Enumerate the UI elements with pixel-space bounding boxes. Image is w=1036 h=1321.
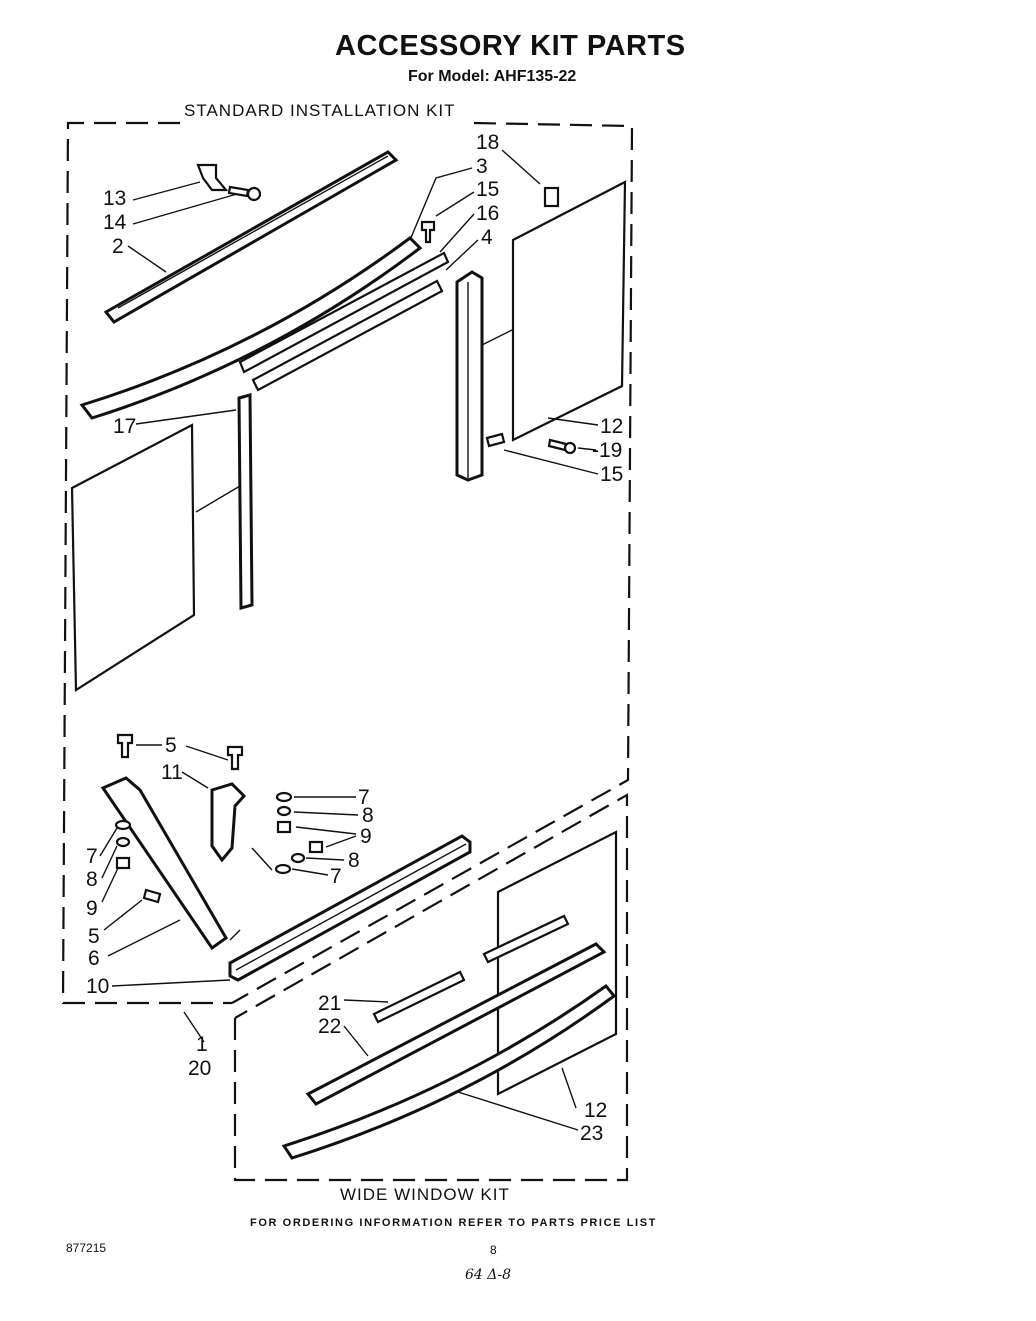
callout-4: 4: [481, 226, 493, 249]
callout-5-top: 5: [165, 734, 177, 757]
screw-part-5-lower: [142, 888, 162, 904]
page-title: ACCESSORY KIT PARTS: [335, 30, 686, 62]
strip-part-21: [372, 970, 466, 1024]
wide-window-kit-label: WIDE WINDOW KIT: [340, 1185, 510, 1204]
strip-wide-upper: [482, 914, 570, 964]
screw-part-19: [547, 438, 577, 455]
angle-post: [455, 270, 484, 482]
callout-3: 3: [476, 155, 488, 178]
bar-part-22: [305, 942, 607, 1106]
callout-14: 14: [103, 211, 127, 234]
channel-part-10: [228, 834, 472, 982]
bar-part-2: [103, 150, 399, 324]
callout-5-lower: 5: [88, 925, 100, 948]
document-number: 877215: [66, 1241, 107, 1255]
page-number: 8: [490, 1243, 497, 1257]
ordering-info: FOR ORDERING INFORMATION REFER TO PARTS …: [250, 1217, 657, 1229]
callout-20: 20: [188, 1057, 212, 1080]
page-subtitle: For Model: AHF135-22: [408, 68, 577, 85]
callout-22: 22: [318, 1015, 342, 1038]
hardware-right: [274, 791, 324, 875]
callout-8-left: 8: [86, 868, 98, 891]
callout-21: 21: [318, 992, 342, 1015]
callout-15-top: 15: [476, 178, 500, 201]
callout-19: -19: [592, 439, 623, 462]
screw-part-14: [227, 185, 262, 202]
callout-10: 10: [86, 975, 110, 998]
panel-left: [70, 423, 196, 692]
bracket-part-13: [196, 163, 229, 192]
callout-17: 17: [113, 415, 137, 438]
screw-part-15-top: [420, 220, 436, 244]
panel-part-12-top: [511, 180, 627, 442]
callout-12-bottom: 12: [584, 1099, 608, 1122]
bar-part-17: [237, 393, 254, 610]
screw-part-5-right: [226, 745, 244, 771]
standard-kit-border: [61, 121, 634, 1005]
callout-11: 11: [161, 761, 183, 784]
screw-part-5-left: [116, 733, 134, 759]
callout-12-top: 12: [600, 415, 624, 438]
callout-7-mid: 7: [330, 865, 342, 888]
bracket-part-11: [210, 782, 247, 863]
channel-part-23: [281, 983, 617, 1160]
callout-7-left: 7: [86, 845, 98, 868]
callout-16: 16: [476, 202, 500, 225]
strip-part-16: [238, 251, 450, 374]
callout-7-right: 7: [358, 786, 370, 809]
standard-kit-label: STANDARD INSTALLATION KIT: [184, 101, 456, 120]
leader-lines: [99, 149, 599, 1131]
callout-23: 23: [580, 1122, 604, 1145]
channel-part-3: [79, 236, 423, 420]
callout-8-mid: 8: [348, 849, 360, 872]
callout-2: 2: [112, 235, 124, 258]
hardware-left: [114, 819, 132, 870]
callout-18: 18: [476, 131, 500, 154]
callout-15-bottom: 15: [600, 463, 624, 486]
strip-part-4: [251, 279, 444, 392]
callout-9-right: 9: [360, 825, 372, 848]
callout-1: 1: [196, 1033, 208, 1056]
screw-part-15-bottom: [485, 432, 506, 448]
callout-8-right: 8: [362, 804, 374, 827]
wide-window-kit-border: [233, 793, 629, 1182]
brace-part-6: [100, 776, 228, 951]
handwritten-note: 64 Δ-8: [465, 1267, 512, 1283]
callout-6: 6: [88, 947, 100, 970]
cap-part-18: [543, 186, 560, 208]
callout-13: 13: [103, 187, 127, 210]
callout-9-left: 9: [86, 897, 98, 920]
